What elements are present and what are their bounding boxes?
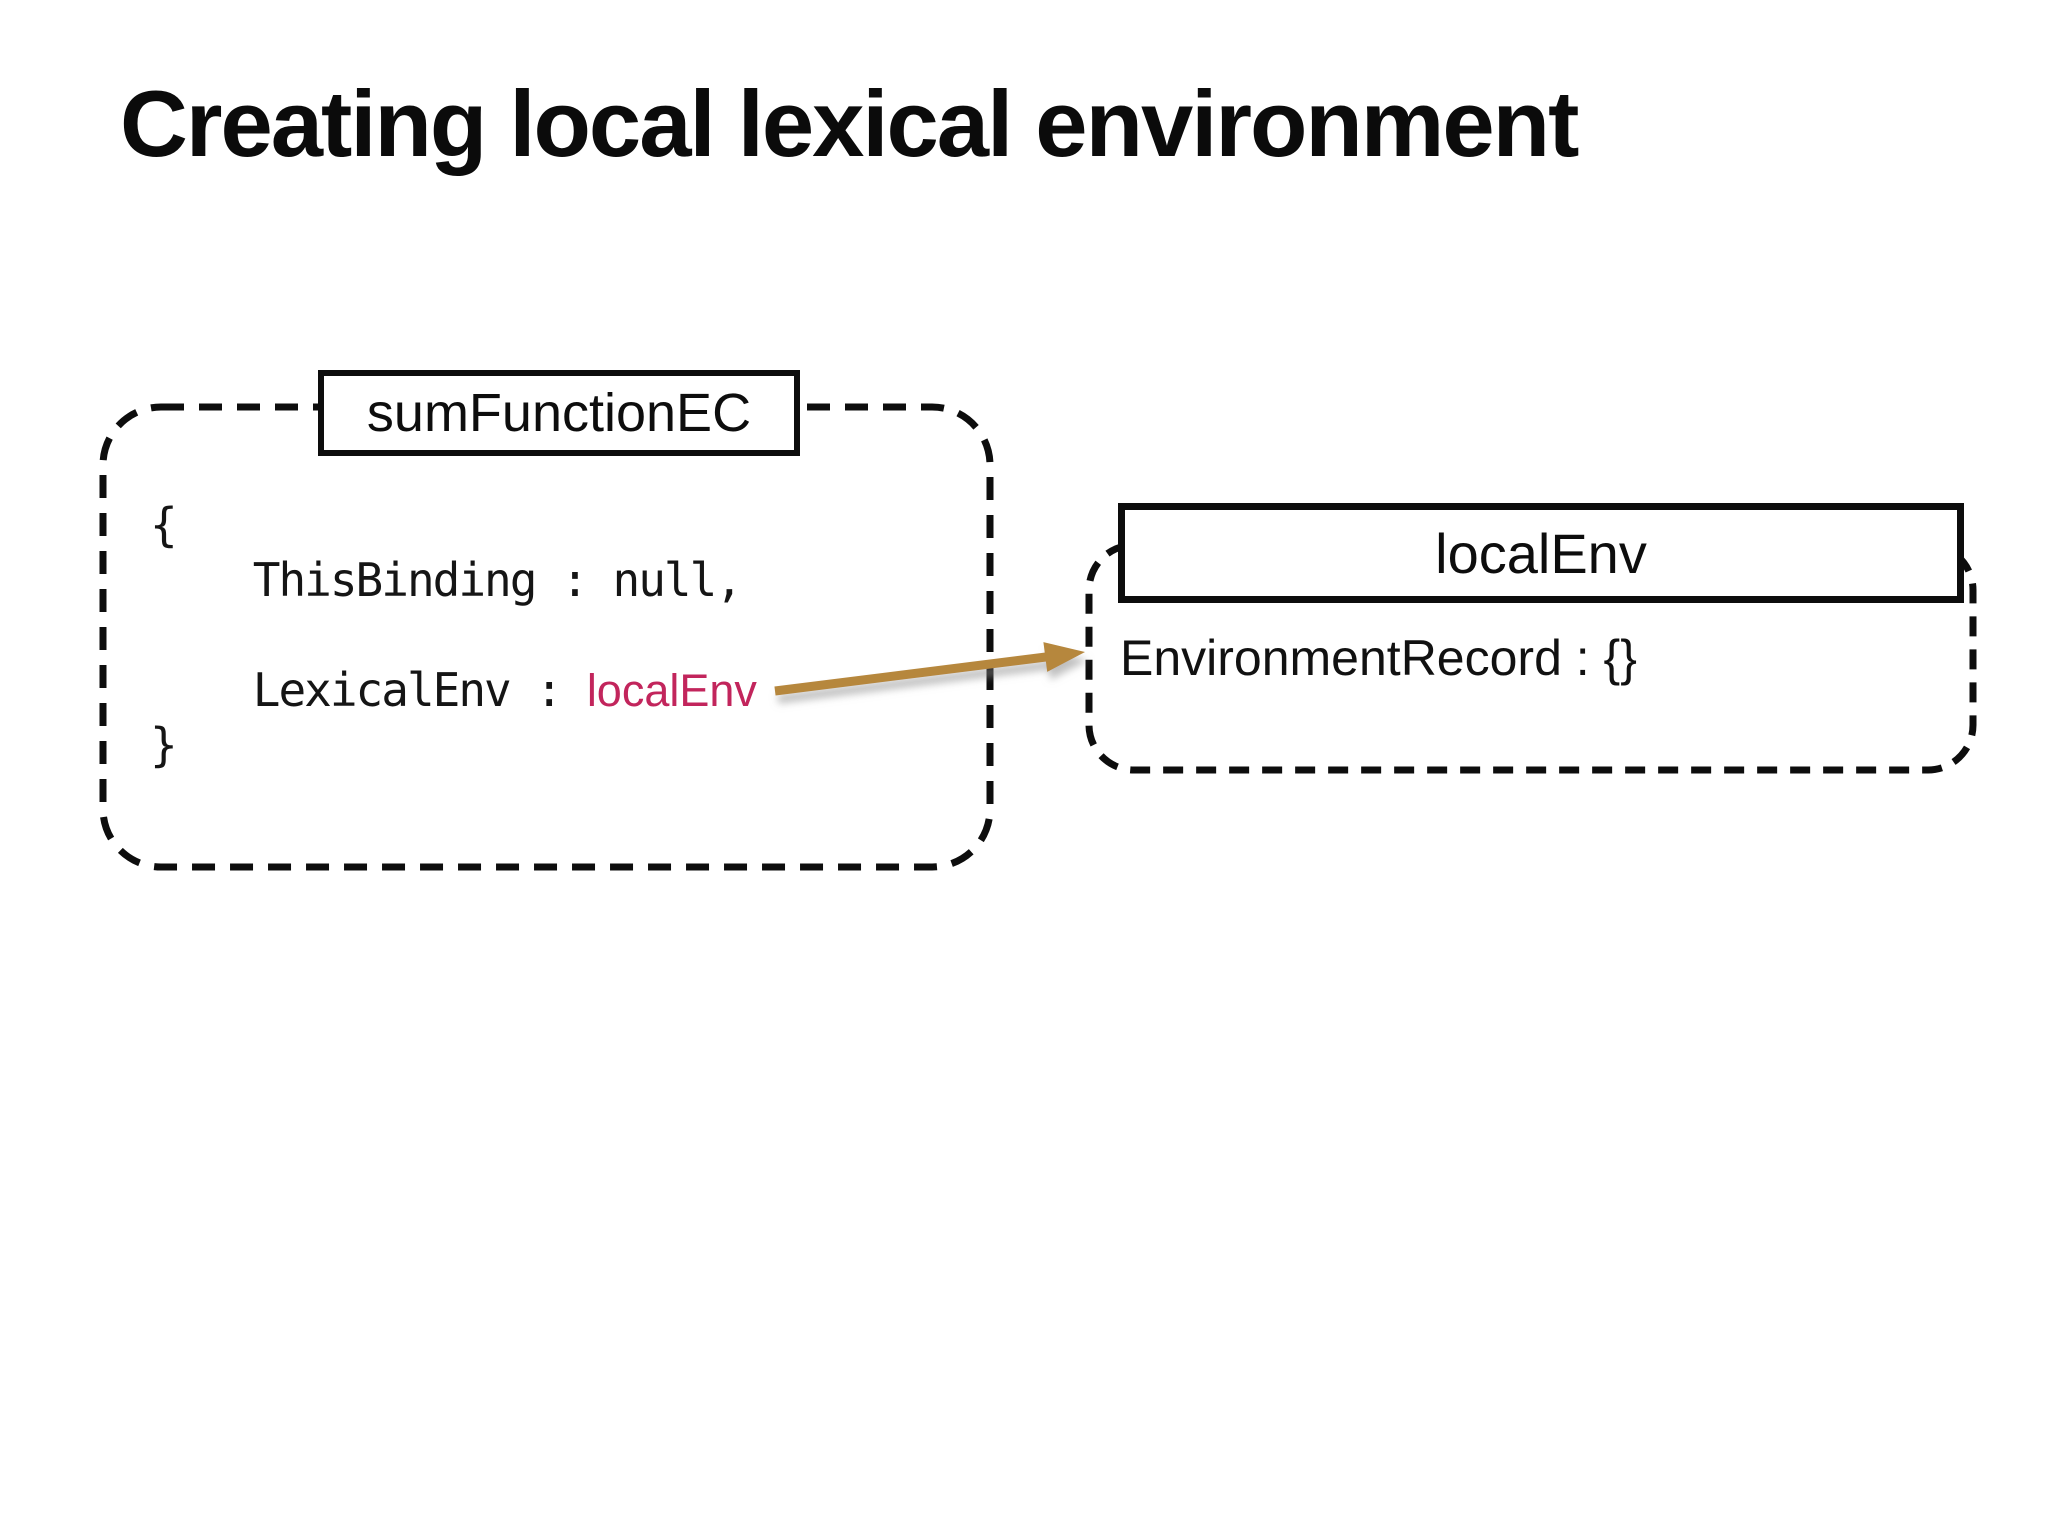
code-line-thisbinding: ThisBinding : null,	[150, 553, 743, 607]
code-open-brace: {	[150, 498, 178, 552]
arrowhead-icon	[1043, 642, 1085, 672]
arrow-connector	[774, 642, 1085, 696]
code-close-brace: }	[150, 718, 178, 772]
local-env-label-box: localEnv	[1118, 503, 1964, 603]
code-lexicalenv-value: localEnv	[586, 665, 757, 716]
code-line-lexicalenv-key: LexicalEnv :	[150, 663, 587, 717]
sum-function-ec-label-box: sumFunctionEC	[318, 370, 800, 456]
local-env-label: localEnv	[1435, 521, 1647, 585]
execution-context-code: { ThisBinding : null, LexicalEnv : local…	[150, 498, 757, 773]
slide-title: Creating local lexical environment	[120, 71, 1579, 176]
sum-function-ec-label: sumFunctionEC	[366, 383, 752, 443]
environment-record-text: EnvironmentRecord : {}	[1120, 630, 1637, 686]
